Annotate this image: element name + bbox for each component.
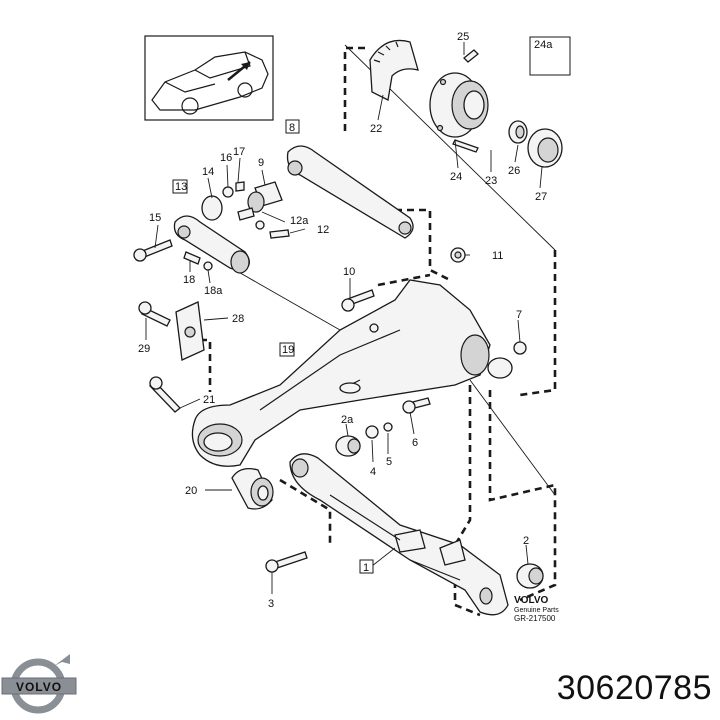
car-inset [144, 35, 274, 121]
part-number: 30620785 [556, 669, 712, 707]
callout-29: 29 [138, 343, 150, 355]
callout-23: 23 [485, 175, 497, 187]
upper-arm [286, 145, 414, 239]
bushing-2 [516, 563, 544, 589]
callout-19: 19 [282, 344, 294, 356]
callout-8: 8 [289, 122, 295, 134]
callout-28: 28 [232, 313, 244, 325]
callout-4: 4 [370, 466, 376, 478]
logo-text: VOLVO [16, 680, 62, 694]
callout-6: 6 [412, 437, 418, 449]
bushing-2a [335, 422, 393, 457]
hub-assembly [369, 39, 564, 168]
genuine-parts-note: VOLVO Genuine Parts GR-217500 [514, 595, 559, 623]
callout-12a: 12a [290, 215, 309, 227]
bolts-10-11 [341, 247, 466, 312]
callout-1: 1 [363, 562, 369, 574]
bushing-20 [231, 467, 274, 510]
leader-lines [145, 42, 543, 594]
callout-17: 17 [233, 146, 245, 158]
callout-9: 9 [258, 157, 264, 169]
callout-5: 5 [386, 456, 392, 468]
callout-7: 7 [516, 309, 522, 321]
callout-labels: 1 2 2a 3 4 5 6 7 8 9 10 11 12 12a 13 14 … [138, 31, 553, 610]
callout-26: 26 [508, 165, 520, 177]
upper-fasteners [201, 181, 290, 239]
trailing-link [133, 215, 250, 274]
subframe [191, 279, 527, 467]
callout-12: 12 [317, 224, 329, 236]
callout-16: 16 [220, 152, 232, 164]
callout-24: 24 [450, 171, 462, 183]
callout-18a: 18a [204, 285, 223, 297]
lower-arm [289, 453, 509, 616]
note-brand: VOLVO [514, 595, 548, 606]
callout-11: 11 [492, 250, 503, 262]
callout-13: 13 [175, 181, 187, 193]
callout-2a: 2a [341, 414, 354, 426]
note-code: GR-217500 [514, 614, 556, 623]
callout-20: 20 [185, 485, 197, 497]
bolt-3 [265, 551, 308, 573]
callout-25: 25 [457, 31, 469, 43]
callout-27: 27 [535, 191, 547, 203]
note-line1: Genuine Parts [514, 607, 559, 614]
callout-3: 3 [268, 598, 274, 610]
callout-21: 21 [203, 394, 215, 406]
volvo-logo: VOLVO [1, 654, 77, 714]
callout-24a: 24a [534, 39, 553, 51]
boxed-callout-frames [172, 36, 571, 574]
bracket-and-bolts [138, 301, 205, 413]
callout-10: 10 [343, 266, 355, 278]
callout-15: 15 [149, 212, 161, 224]
callout-18: 18 [183, 274, 195, 286]
callout-22: 22 [370, 123, 382, 135]
callout-2: 2 [523, 535, 529, 547]
callout-14: 14 [202, 166, 214, 178]
assembly-lines [234, 44, 556, 496]
